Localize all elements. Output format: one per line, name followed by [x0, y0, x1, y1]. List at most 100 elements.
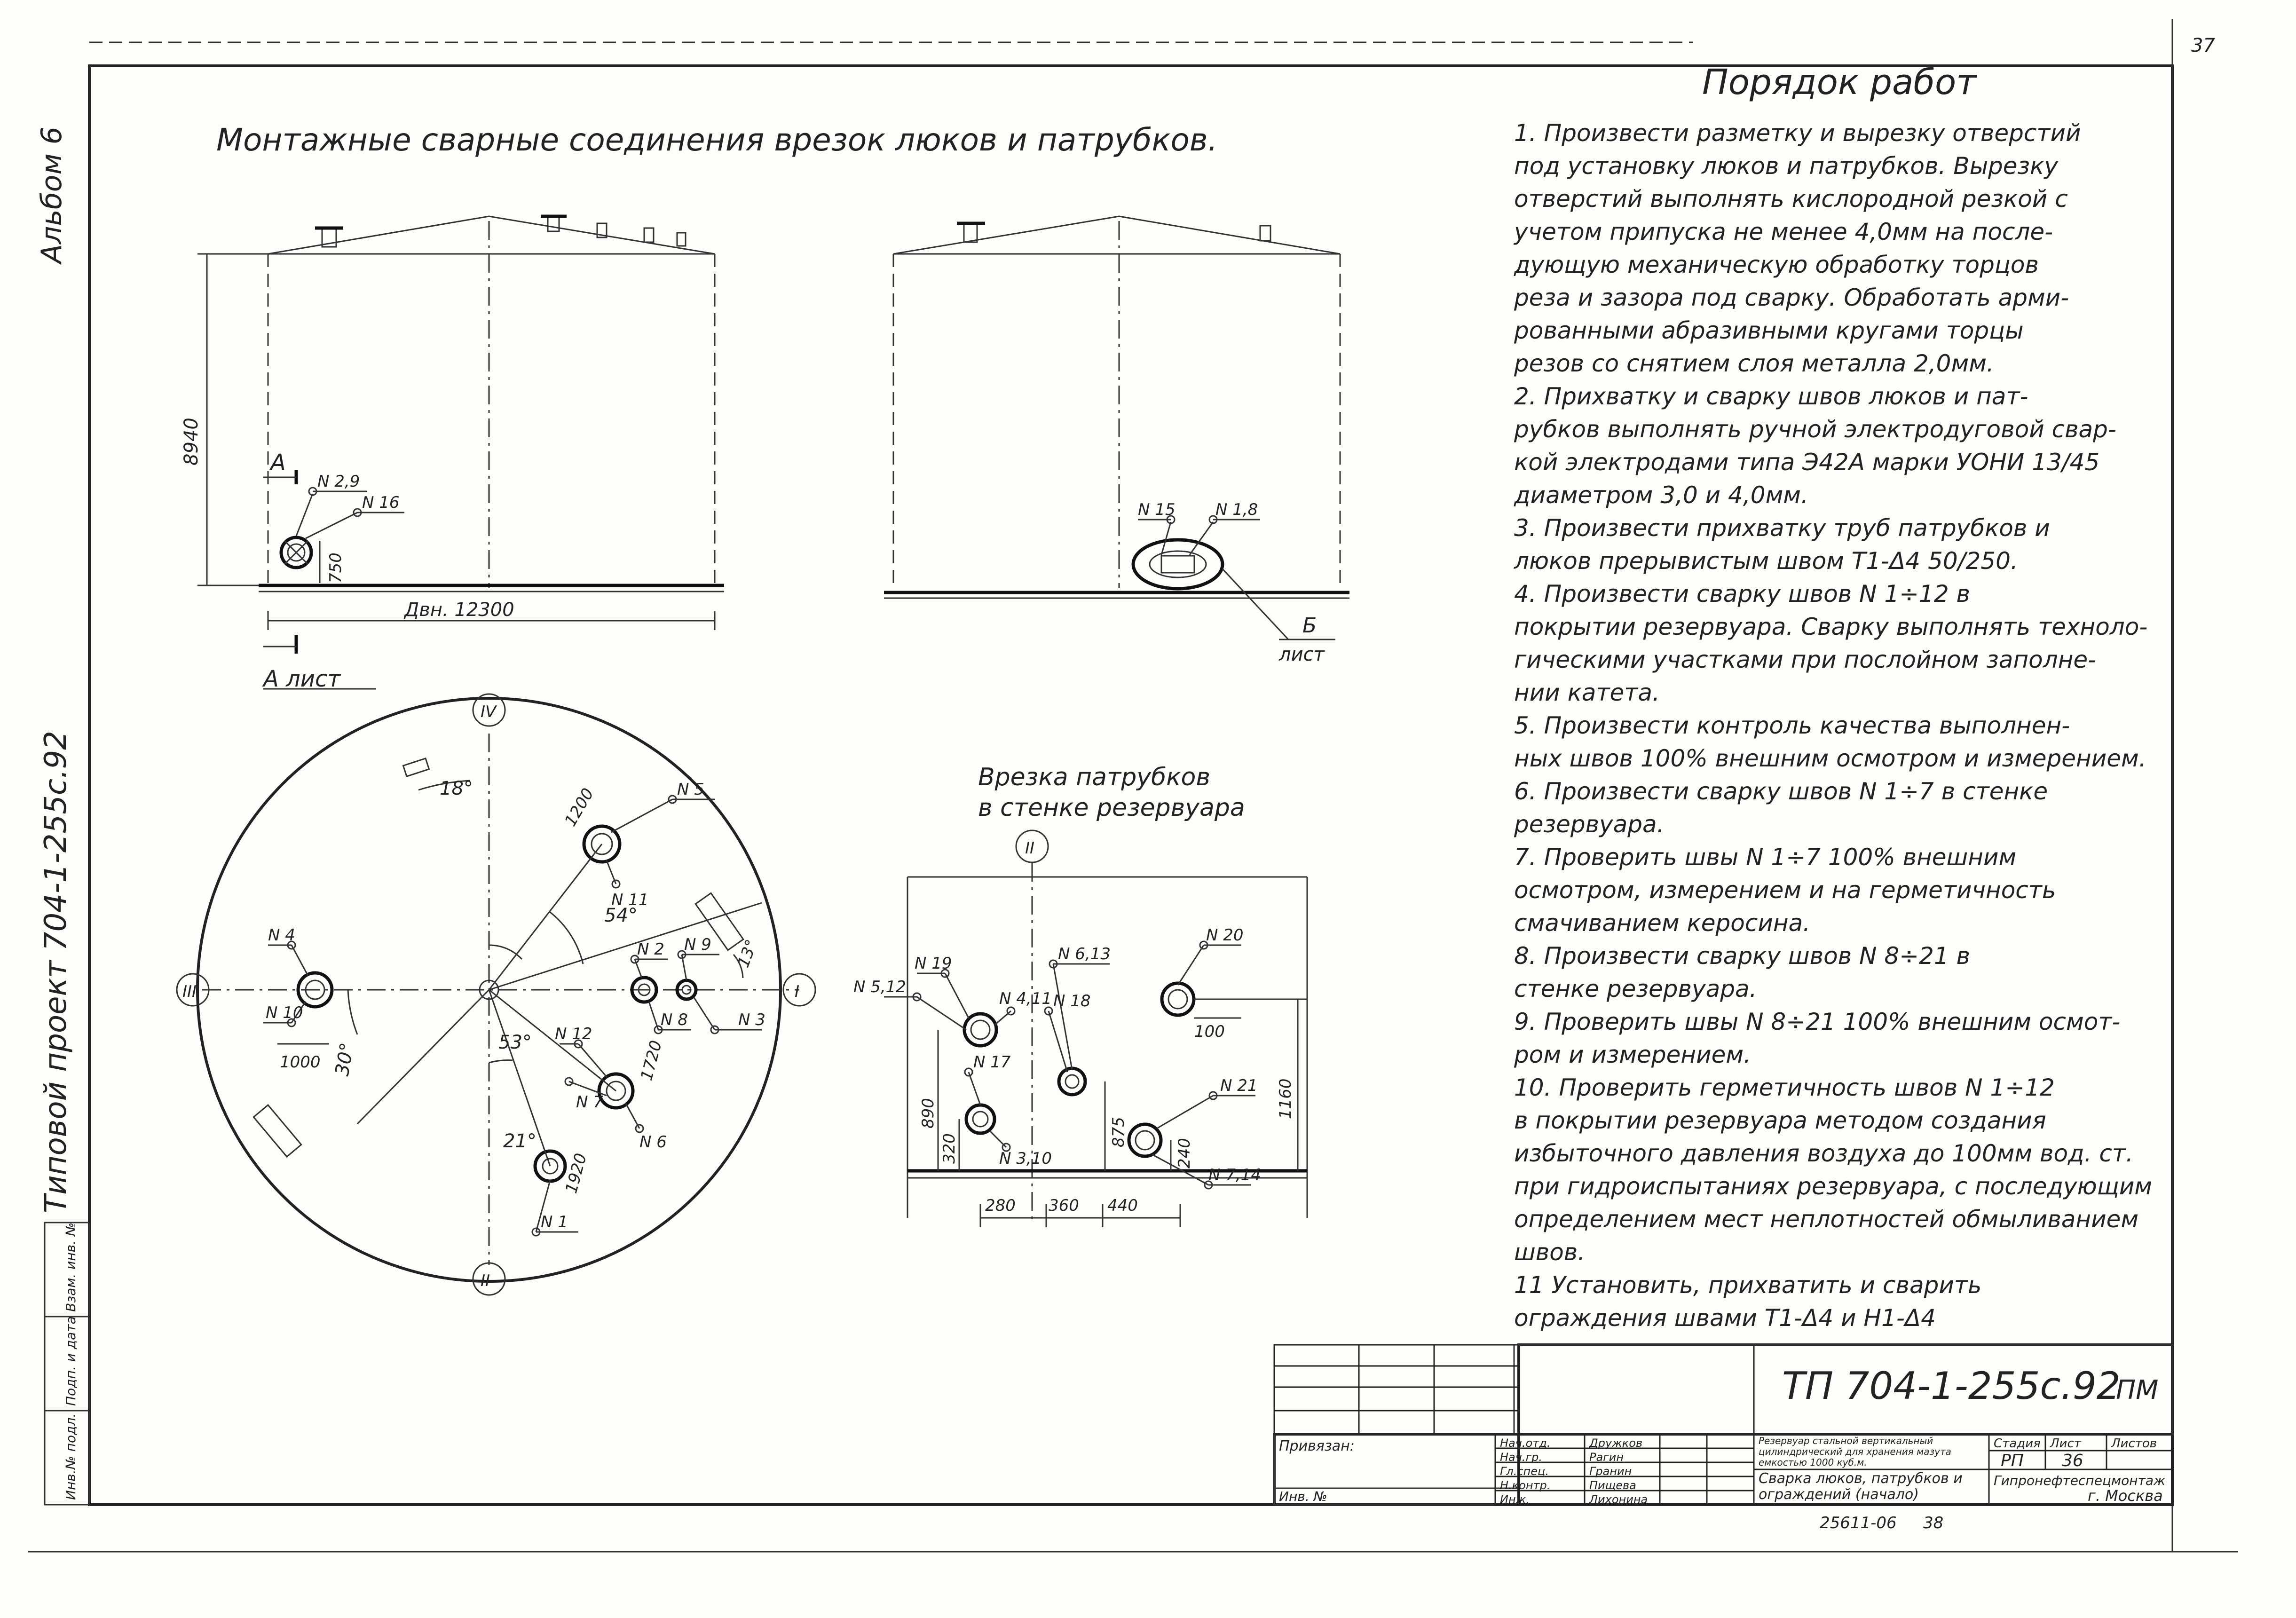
wall-dim-v-3: 875	[1109, 1117, 1128, 1147]
sheet-label: Лист	[2050, 1436, 2082, 1451]
wall-seam-5: N 18	[1053, 992, 1091, 1010]
stamp-cell-2: Подп. и дата	[63, 1316, 79, 1406]
wall-title-1: Врезка патрубков	[978, 763, 1210, 791]
archive-sheet: 38	[1923, 1514, 1943, 1532]
plan-angle-5: 21°	[503, 1130, 537, 1152]
name-4: Пищева	[1589, 1479, 1636, 1492]
org-name: Гипронефтеспецмонтаж	[1994, 1473, 2165, 1488]
right-block	[1754, 1433, 2172, 1505]
procedure-notes: Порядок работ 1. Произвести разметку и в…	[1513, 62, 2152, 1332]
procedure-line: 1. Произвести разметку и вырезку отверст…	[1514, 119, 2081, 147]
procedure-line: осмотром, измерением и на герметичность	[1514, 876, 2056, 904]
procedure-line: ных швов 100% внешним осмотром и измерен…	[1514, 745, 2146, 772]
upper-blank-grid-520	[1273, 1344, 1520, 1435]
procedure-line: рованными абразивными кругами торцы	[1514, 317, 2024, 344]
name-5: Лихонина	[1589, 1493, 1648, 1506]
procedure-line: реза и зазора под сварку. Обработать арм…	[1514, 284, 2069, 311]
role-3: Гл.спец.	[1500, 1465, 1549, 1478]
sidebar-album: Альбом 6	[35, 126, 68, 265]
front-nozzle-label-2: N 16	[362, 493, 400, 512]
procedure-line: резервуара.	[1514, 811, 1665, 838]
description-box: Резервуар стальной вертикальный цилиндри…	[1759, 1436, 1951, 1468]
front-diameter-dim: Двн. 12300	[403, 599, 514, 621]
plan-axis-right: I	[795, 982, 799, 1001]
procedure-line: в покрытии резервуара методом создания	[1514, 1107, 2046, 1134]
procedure-line: 6. Произвести сварку швов N 1÷7 в стенке	[1514, 778, 2048, 805]
procedure-line: 7. Проверить швы N 1÷7 100% внешним	[1514, 844, 2016, 871]
plan-seam-3: N 9	[684, 935, 711, 954]
sheets-label: Листов	[2111, 1436, 2157, 1451]
left-sidebar: Альбом 6 Типовой проект 704-1-255с.92 Ин…	[35, 126, 91, 1506]
side-callout-sheet: лист	[1278, 644, 1326, 665]
drawing-title: Монтажные сварные соединения врезок люко…	[216, 122, 1218, 158]
plan-axis-bottom: II	[481, 1271, 490, 1290]
stamp-cell-3: Взам. инв. №	[63, 1223, 79, 1312]
procedure-line: ром и измерением.	[1514, 1041, 1751, 1068]
wall-seam-3: N 4,11	[999, 989, 1052, 1008]
role-1: Нач.отд.	[1500, 1436, 1550, 1450]
name-2: Рагин	[1589, 1451, 1624, 1464]
front-nozzle-label-1: N 2,9	[317, 472, 360, 491]
org-city: г. Москва	[2088, 1487, 2163, 1505]
procedure-line: диаметром 3,0 и 4,0мм.	[1514, 481, 1808, 509]
plan-axis-top: IV	[481, 702, 497, 721]
wall-seam-9: N 21	[1220, 1076, 1258, 1095]
plan-dim-4: 1920	[562, 1151, 591, 1195]
procedure-line: швов.	[1514, 1239, 1585, 1266]
wall-seam-6: N 20	[1206, 926, 1244, 945]
stage-label: Стадия	[1994, 1436, 2041, 1451]
procedure-line: смачиванием керосина.	[1514, 909, 1810, 937]
front-height-dim: 8940	[181, 418, 202, 466]
plan-axis-left: III	[182, 982, 197, 1001]
procedure-line: определением мест неплотностей обмыливан…	[1514, 1206, 2138, 1233]
plan-seam-6: N 3	[738, 1010, 765, 1029]
front-nozzle-dim: 750	[326, 552, 345, 583]
plan-angle-3: 53°	[498, 1032, 532, 1053]
wall-seam-4: N 6,13	[1058, 945, 1111, 963]
wall-title-2: в стенке резервуара	[978, 794, 1245, 822]
wall-dim-v-1: 890	[919, 1098, 938, 1129]
wall-seam-2: N 5,12	[853, 978, 906, 996]
wall-dim-h-1: 280	[985, 1196, 1016, 1215]
procedure-line: стенке резервуара.	[1514, 975, 1757, 1002]
procedure-line: при гидроиспытаниях резервуара, с послед…	[1514, 1173, 2152, 1200]
plan-seam-2: N 11	[611, 891, 649, 909]
plan-seam-10: N 7	[576, 1093, 603, 1112]
sheet-title: Сварка люков, патрубков и ограждений (на…	[1759, 1471, 1963, 1503]
procedure-line: учетом припуска не менее 4,0мм на после-	[1513, 218, 2053, 245]
plan-seam-8: N 10	[266, 1003, 303, 1022]
wall-dim-v-5: 240	[1175, 1138, 1194, 1168]
procedure-line: кой электродами типа Э42А марки УОНИ 13/…	[1514, 449, 2099, 476]
applied-label: Привязан:	[1279, 1438, 1355, 1454]
plan-dim-1: 1200	[561, 785, 598, 830]
sheet-title-box: Сварка люков, патрубков и ограждений (на…	[1759, 1471, 1963, 1503]
wall-seam-8: N 3,10	[999, 1149, 1052, 1168]
procedure-line: гическими участками при послойном заполн…	[1514, 646, 2096, 673]
plan-seam-5: N 8	[661, 1010, 688, 1029]
wall-dim-v-2: 320	[940, 1133, 959, 1164]
procedure-line: избыточного давления воздуха до 100мм во…	[1514, 1140, 2133, 1167]
stage-value: РП	[2001, 1451, 2024, 1470]
name-3: Гранин	[1589, 1465, 1632, 1478]
procedure-lines: 1. Произвести разметку и вырезку отверст…	[1513, 119, 2152, 1332]
wall-seam-7: N 17	[973, 1053, 1011, 1072]
procedure-line: 4. Произвести сварку швов N 1÷12 в	[1514, 580, 1970, 608]
sheet-value: 36	[2062, 1451, 2083, 1470]
sidebar-project: Типовой проект 704-1-255с.92	[39, 731, 73, 1213]
wall-axis: II	[1025, 839, 1034, 858]
plan-angle-2: 54°	[604, 905, 638, 926]
sheet-frame	[28, 19, 2238, 1553]
procedure-line: резов со снятием слоя металла 2,0мм.	[1514, 350, 1994, 377]
role-5: Инж.	[1500, 1493, 1530, 1506]
side-nozzle-label-2: N 1,8	[1215, 500, 1258, 519]
procedure-line: нии катета.	[1514, 679, 1660, 706]
roles-table-real	[1494, 1345, 1755, 1506]
front-section-sheet: А лист	[262, 666, 341, 692]
procedure-line: дующую механическую обработку торцов	[1514, 251, 2039, 278]
procedure-line: рубков выполнять ручной электродуговой с…	[1514, 416, 2116, 443]
procedure-line: под установку люков и патрубков. Вырезку	[1514, 152, 2059, 180]
procedure-line: 8. Произвести сварку швов N 8÷21 в	[1514, 942, 1970, 970]
procedure-line: 9. Проверить швы N 8÷21 100% внешним осм…	[1514, 1008, 2120, 1035]
wall-seam-1: N 19	[915, 954, 952, 973]
plan-dim-2: 1000	[280, 1053, 321, 1072]
